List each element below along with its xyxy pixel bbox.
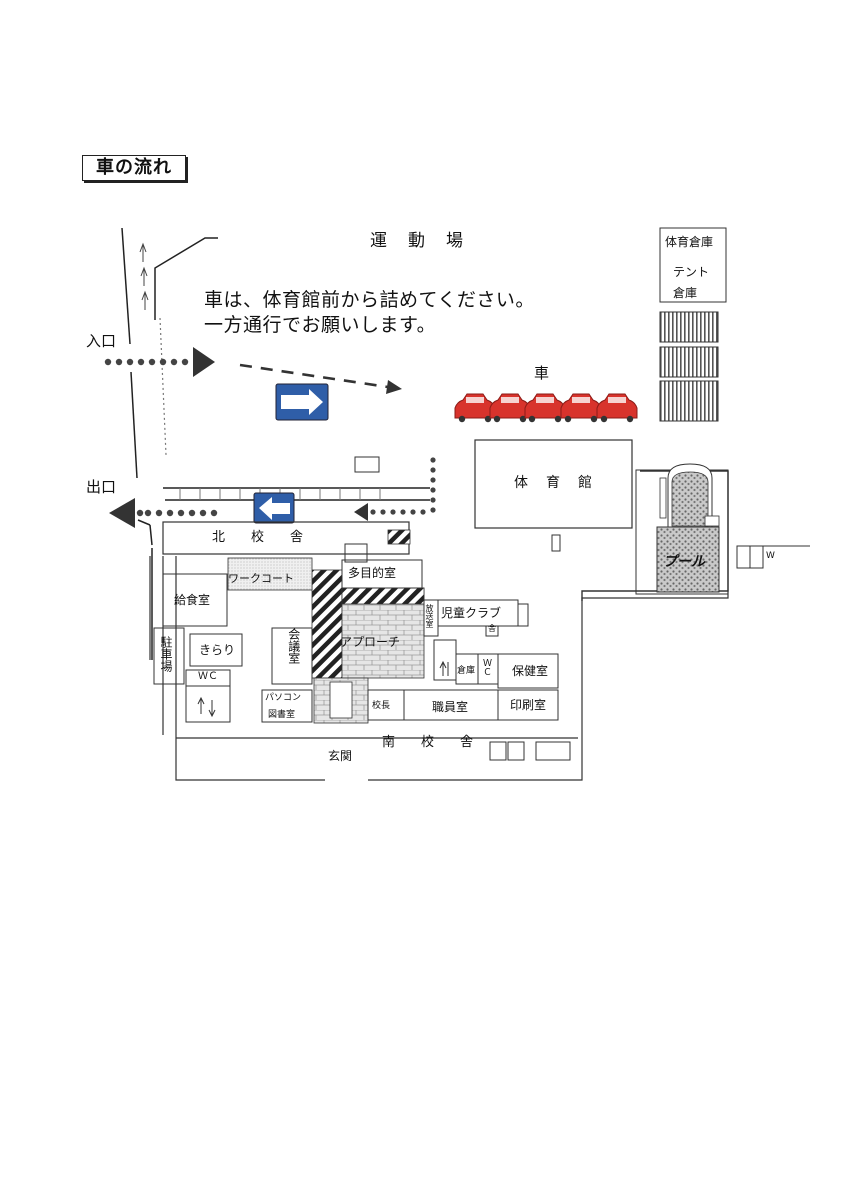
work-court-area: [227, 557, 313, 591]
page-title: 車の流れ: [82, 155, 186, 181]
stair-hatch: [387, 529, 411, 545]
car-icon: [596, 393, 638, 423]
parking-label: 駐車場: [159, 636, 173, 672]
south-building-label: 南 校 舎: [382, 735, 474, 750]
storage-shed: [659, 311, 719, 343]
children-club-sub-label: 舎: [488, 624, 496, 633]
rooms: [153, 543, 571, 761]
tent-storage-label-1: テント: [673, 265, 710, 279]
gym-building: [474, 439, 633, 529]
entrance-label: 入口: [86, 332, 117, 350]
parked-cars: [454, 393, 638, 423]
entrance-column: [329, 681, 353, 719]
car-icon: [489, 393, 531, 423]
health-room-label: 保健室: [512, 664, 549, 678]
pc-room-label: パソコン: [265, 693, 302, 703]
print-room-label: 印刷室: [510, 698, 547, 712]
pool-wc: [736, 545, 810, 569]
small-structure: [354, 456, 380, 473]
one-way-sign-right: [275, 383, 329, 421]
multipurpose-room-label: 多目的室: [348, 566, 397, 580]
one-way-sign-left: [253, 492, 295, 524]
wc-left-label: ＷＣ: [198, 671, 218, 682]
car-icon: [454, 393, 496, 423]
staff-room-label: 職員室: [432, 700, 469, 714]
storage-label: 倉庫: [457, 666, 476, 676]
pool-label: プール: [663, 554, 705, 570]
entrance-arrow: [104, 347, 215, 377]
principal-room-label: 校長: [372, 701, 391, 711]
broadcast-room-label: 放送室: [425, 604, 434, 628]
library-label: 図書室: [268, 710, 296, 720]
dashed-route-arrow: [239, 363, 402, 394]
gym-storage-label: 体育倉庫: [665, 235, 714, 249]
pool-area: [581, 463, 729, 601]
sports-ground-label: 運 動 場: [370, 231, 465, 251]
car-icon: [524, 393, 566, 423]
north-building-label: 北 校 舎: [212, 530, 304, 545]
north-arrows: [139, 242, 149, 310]
stair-arrows: [197, 660, 449, 718]
notice-line-1: 車は、体育館前から詰めてください。: [204, 289, 535, 311]
work-court-label: ワークコート: [228, 572, 294, 585]
car-icon: [560, 393, 602, 423]
children-club-label: 児童クラブ: [441, 606, 502, 620]
kirari-room-label: きらり: [199, 643, 236, 657]
exit-label: 出口: [86, 478, 117, 496]
gym-label: 体 育 館: [514, 475, 594, 491]
storage-shed: [659, 380, 719, 422]
road-lines: [121, 227, 430, 660]
gym-storage-box: [659, 227, 727, 303]
exit-arrow: [109, 498, 218, 528]
notice-text: 車は、体育館前から詰めてください。 一方通行でお願いします。: [204, 288, 535, 338]
tent-storage-label-2: 倉庫: [673, 286, 698, 300]
entrance-hall-label: 玄関: [328, 749, 353, 763]
corridor-hatch: [311, 569, 343, 679]
approach-label: アプローチ: [340, 635, 401, 649]
stair-hatch: [341, 587, 425, 605]
pool-wc-label: W: [766, 551, 775, 561]
road-edge-dotted: [159, 317, 167, 456]
wc-mid-label: ＷＣ: [481, 658, 491, 676]
cars-label: 車: [534, 364, 550, 382]
exit-route-dots: [354, 457, 436, 521]
school-lunch-room-label: 給食室: [174, 593, 211, 607]
notice-line-2: 一方通行でお願いします。: [204, 314, 437, 336]
meeting-room-label: 会議室: [286, 628, 301, 664]
storage-shed: [659, 346, 719, 378]
gym-steps: [551, 534, 561, 552]
parking-stripes: [179, 488, 381, 500]
